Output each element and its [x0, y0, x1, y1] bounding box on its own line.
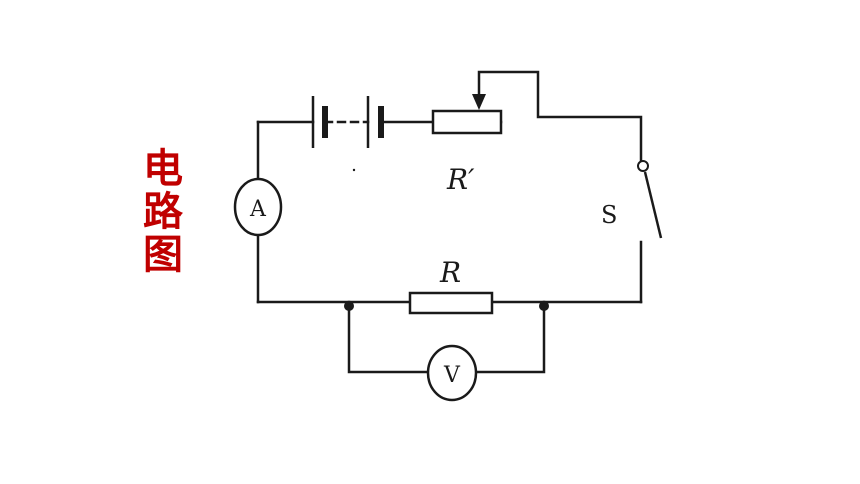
- switch-blade: [643, 171, 663, 239]
- ammeter: [233, 177, 283, 237]
- rheostat: [431, 94, 503, 135]
- title-char-3: 图: [143, 232, 183, 278]
- title-char-2: 路: [143, 189, 183, 235]
- rheostat-arrow: [472, 94, 486, 110]
- print-dot: [352, 168, 356, 172]
- junction-right: [539, 301, 549, 311]
- resistor-label: R: [439, 256, 461, 289]
- voltmeter-label: V: [443, 363, 461, 388]
- switch-pivot: [637, 160, 649, 172]
- switch-label: S: [601, 201, 617, 229]
- rheostat-body: [431, 109, 503, 135]
- voltmeter-circle: [426, 344, 478, 402]
- diagram-title: 电 路 图: [136, 148, 190, 277]
- switch: [637, 160, 663, 239]
- title-char-1: 电: [143, 146, 183, 192]
- battery: [311, 96, 384, 148]
- rheostat-label: R′: [446, 163, 475, 196]
- junction-left: [344, 301, 354, 311]
- ammeter-circle: [233, 177, 283, 237]
- voltmeter: [426, 344, 478, 402]
- rheostat-slider-wire: [477, 70, 643, 162]
- resistor: [408, 291, 494, 315]
- voltmeter-branch: [347, 300, 546, 374]
- ammeter-label: A: [249, 197, 267, 222]
